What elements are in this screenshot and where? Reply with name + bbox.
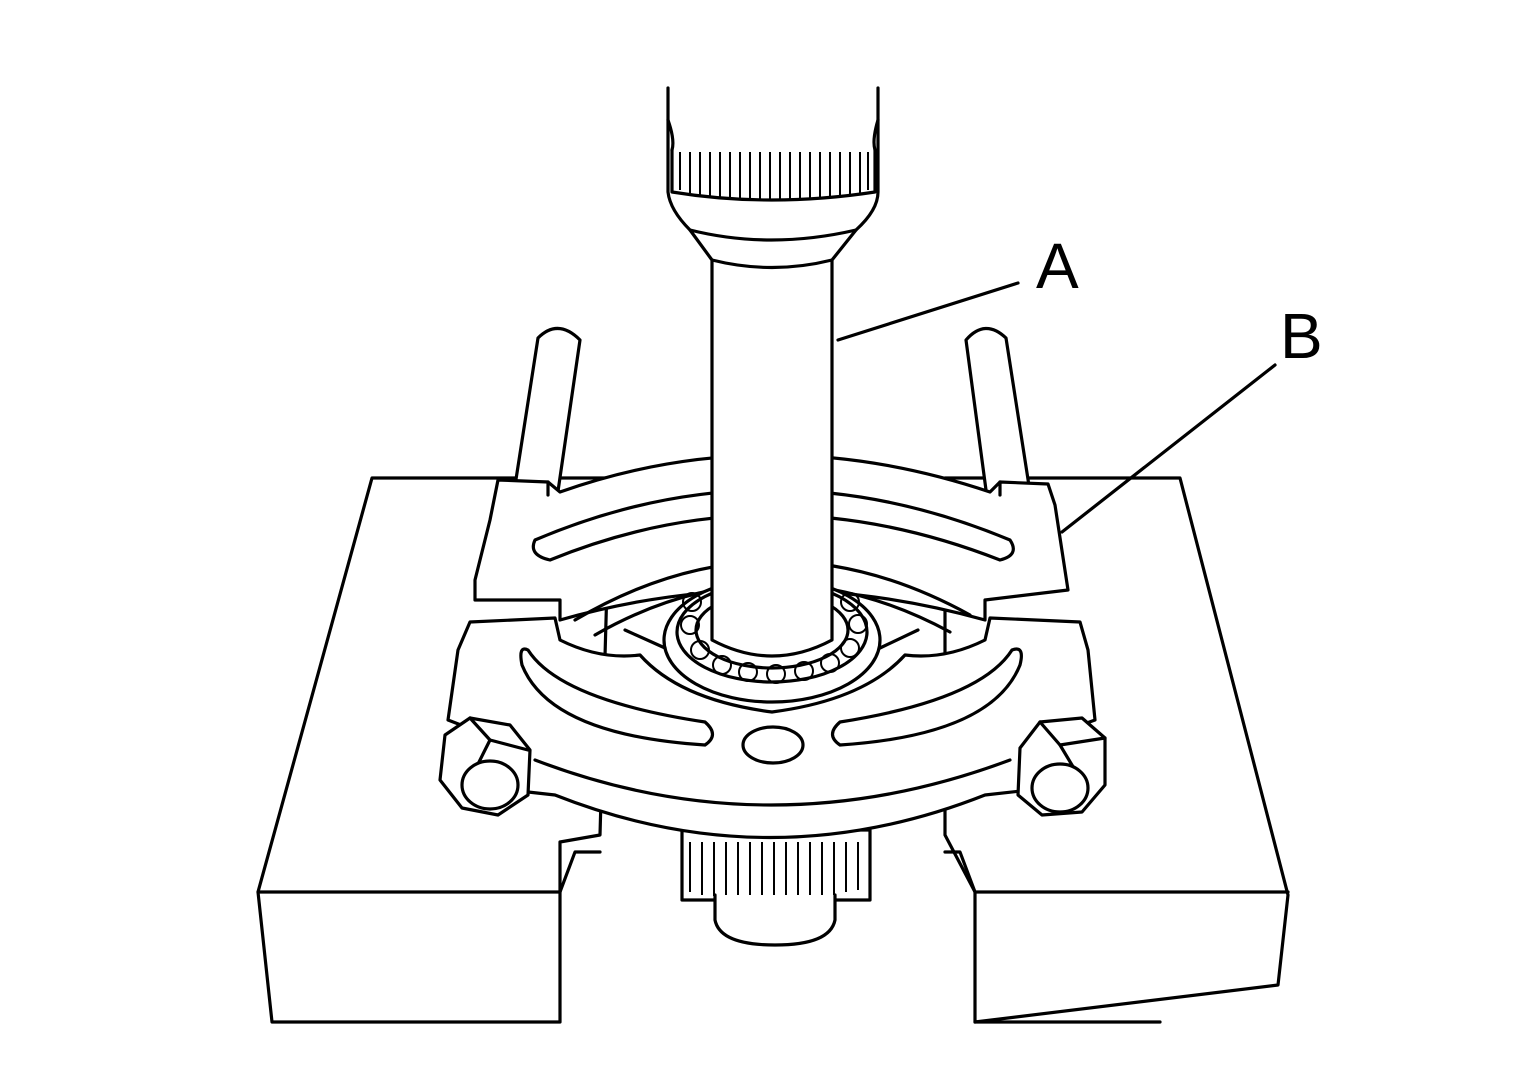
press-ram-knurl [679,152,869,200]
callout-b: B [1060,300,1323,534]
hex-nut-left [438,716,532,817]
callout-a-leader [836,281,1020,342]
guide-rod-right [964,326,1034,507]
bearing-separator-front [446,616,1097,840]
callout-a-label: A [1036,230,1079,302]
callout-b-label: B [1280,300,1323,372]
shaft-lower [680,828,872,947]
hex-nut-right [1016,716,1107,817]
press-plate-right [943,476,1290,1024]
callout-b-leader [1060,363,1277,534]
guide-rod-left [510,326,582,507]
callout-a: A [836,230,1079,342]
press-ram [666,86,880,658]
